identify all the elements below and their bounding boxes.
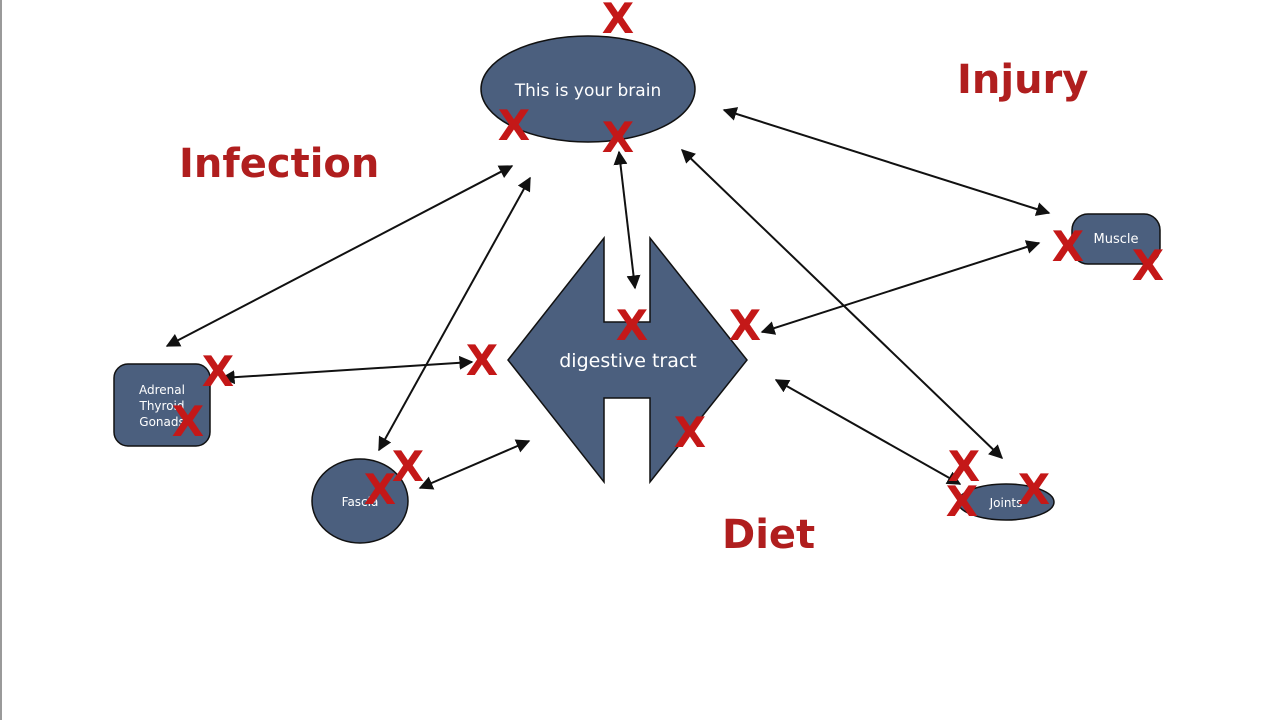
x-mark: X bbox=[466, 336, 498, 385]
injury-label: Injury bbox=[957, 57, 1088, 103]
x-mark: X bbox=[729, 301, 761, 350]
arrow-fascia-gut bbox=[418, 439, 531, 490]
x-mark: X bbox=[172, 397, 204, 446]
arrow-brain-glands bbox=[165, 165, 514, 347]
digestive-tract-node: digestive tract bbox=[507, 235, 748, 485]
joints-label: Joints bbox=[989, 496, 1023, 510]
arrow-brain-muscle bbox=[722, 107, 1051, 216]
fascia-node: Fascia bbox=[311, 458, 409, 544]
x-mark: X bbox=[948, 442, 980, 491]
fascia-label: Fascia bbox=[342, 495, 379, 509]
x-mark: X bbox=[946, 477, 978, 526]
gland-label-thyroid: Thyroid bbox=[139, 399, 185, 413]
x-mark: X bbox=[602, 0, 634, 43]
x-mark: X bbox=[616, 301, 648, 350]
arrow-brain-gut bbox=[613, 150, 641, 290]
gland-label-adrenal: Adrenal bbox=[139, 383, 185, 397]
x-mark: X bbox=[1018, 465, 1050, 514]
arrow-glands-gut bbox=[220, 355, 474, 385]
x-mark: X bbox=[1132, 241, 1164, 290]
muscle-node: Muscle bbox=[1071, 213, 1161, 265]
x-mark: X bbox=[364, 465, 396, 514]
x-mark: X bbox=[498, 101, 530, 150]
gland-label-gonads: Gonads bbox=[139, 415, 184, 429]
x-mark: X bbox=[602, 113, 634, 162]
x-mark: X bbox=[392, 442, 424, 491]
diet-label: Diet bbox=[722, 512, 815, 558]
x-mark: X bbox=[674, 408, 706, 457]
digestive-tract-label: digestive tract bbox=[559, 350, 697, 372]
arrow-brain-fascia bbox=[378, 176, 531, 452]
arrow-gut-muscle bbox=[760, 240, 1041, 335]
x-mark: X bbox=[1052, 222, 1084, 271]
joints-node: Joints bbox=[957, 483, 1055, 521]
infection-label: Infection bbox=[179, 141, 379, 187]
glands-node: Adrenal Thyroid Gonads bbox=[113, 363, 211, 447]
brain-node: This is your brain bbox=[480, 35, 696, 143]
muscle-label: Muscle bbox=[1094, 232, 1139, 247]
brain-label: This is your brain bbox=[514, 81, 661, 101]
arrow-gut-joints bbox=[774, 379, 962, 485]
x-mark: X bbox=[202, 347, 234, 396]
